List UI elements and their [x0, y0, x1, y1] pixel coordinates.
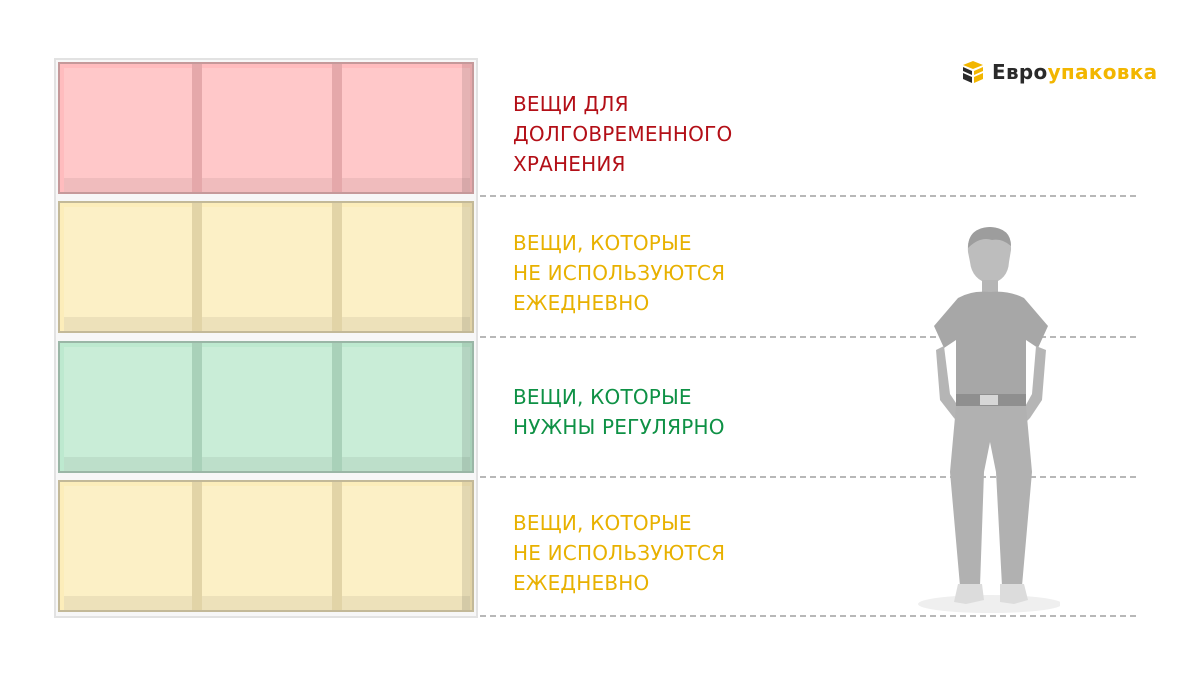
- brand-name: Евроупаковка: [992, 60, 1157, 84]
- zone-label-regular: ВЕЩИ, КОТОРЫЕ НУЖНЫ РЕГУЛЯРНО: [513, 382, 725, 442]
- shelf-divider: [332, 482, 342, 610]
- shelf-cell: [202, 347, 332, 471]
- zone-label-line: ВЕЩИ, КОТОРЫЕ: [513, 231, 692, 255]
- shelf-cell: [64, 68, 192, 192]
- guide-line-3: [480, 476, 1136, 478]
- shelf-band-long-term: [58, 62, 474, 194]
- shelf-cell: [202, 68, 332, 192]
- shelf-cell: [342, 347, 470, 471]
- zone-label-long-term: ВЕЩИ ДЛЯ ДОЛГОВРЕМЕННОГО ХРАНЕНИЯ: [513, 89, 732, 179]
- guide-line-1: [480, 195, 1136, 197]
- shelf-divider: [192, 482, 202, 610]
- guide-line-2: [480, 336, 1136, 338]
- zone-label-line: ЕЖЕДНЕВНО: [513, 571, 650, 595]
- shelf-cell: [64, 347, 192, 471]
- shelf-cell: [64, 486, 192, 610]
- zone-label-line: ВЕЩИ ДЛЯ: [513, 92, 629, 116]
- shelf-divider: [192, 64, 202, 192]
- shelf-band-regular: [58, 341, 474, 473]
- brand-name-part: упаковка: [1047, 60, 1158, 84]
- shelf-band-not-daily-lower: [58, 480, 474, 612]
- zone-label-not-daily-upper: ВЕЩИ, КОТОРЫЕ НЕ ИСПОЛЬЗУЮТСЯ ЕЖЕДНЕВНО: [513, 228, 725, 318]
- shelf-cell: [64, 207, 192, 331]
- shelf-divider: [192, 203, 202, 331]
- zone-label-line: ХРАНЕНИЯ: [513, 152, 626, 176]
- shelf-cell: [342, 486, 470, 610]
- shelf-cell: [342, 68, 470, 192]
- zone-label-line: ДОЛГОВРЕМЕННОГО: [513, 122, 733, 146]
- shelf-cell: [202, 207, 332, 331]
- zone-label-line: ВЕЩИ, КОТОРЫЕ: [513, 385, 692, 409]
- guide-line-4: [480, 615, 1136, 617]
- shelf-divider: [462, 343, 472, 471]
- box-stack-icon: [963, 61, 983, 83]
- shelf-band-not-daily-upper: [58, 201, 474, 333]
- zone-label-not-daily-lower: ВЕЩИ, КОТОРЫЕ НЕ ИСПОЛЬЗУЮТСЯ ЕЖЕДНЕВНО: [513, 508, 725, 598]
- standing-man-icon: [918, 227, 1060, 613]
- shelf-divider: [332, 64, 342, 192]
- shelf-divider: [462, 64, 472, 192]
- shelf-cell: [202, 486, 332, 610]
- brand-logo: Евроупаковка: [962, 60, 1157, 84]
- shelf-cell: [342, 207, 470, 331]
- shelf-divider: [332, 203, 342, 331]
- shelf-divider: [462, 482, 472, 610]
- brand-name-part: Евро: [992, 60, 1048, 84]
- shelf-divider: [332, 343, 342, 471]
- zone-label-line: НЕ ИСПОЛЬЗУЮТСЯ: [513, 261, 726, 285]
- zone-label-line: ЕЖЕДНЕВНО: [513, 291, 650, 315]
- zone-label-line: НЕ ИСПОЛЬЗУЮТСЯ: [513, 541, 726, 565]
- shelf-divider: [192, 343, 202, 471]
- shelf-divider: [462, 203, 472, 331]
- zone-label-line: ВЕЩИ, КОТОРЫЕ: [513, 511, 692, 535]
- zone-label-line: НУЖНЫ РЕГУЛЯРНО: [513, 415, 725, 439]
